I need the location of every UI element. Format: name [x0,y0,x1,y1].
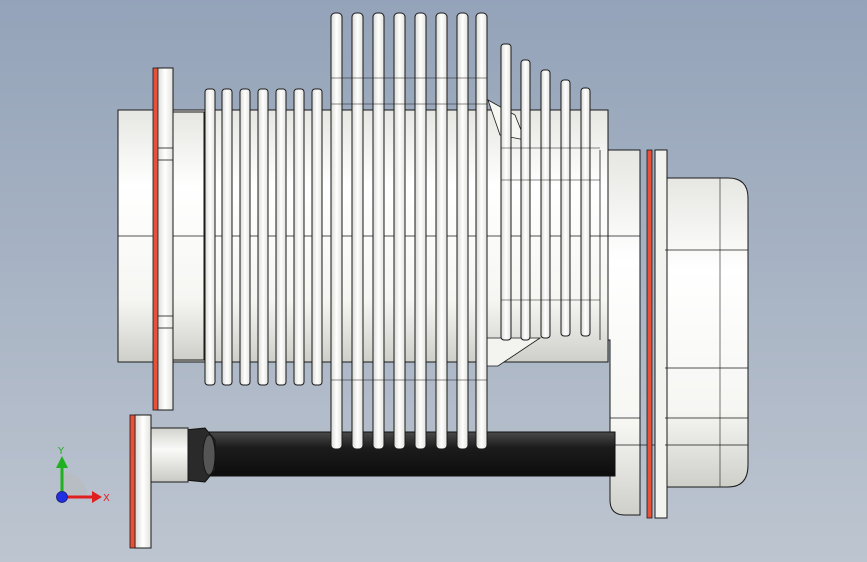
triad-x-label: X [103,493,110,504]
front-gasket [152,67,159,411]
cooling-fins-tall[interactable] [330,12,488,450]
rear-housing[interactable] [599,149,749,519]
exhaust-pipe[interactable] [134,414,616,549]
triad-plane [62,472,87,497]
cooling-fins-short[interactable] [204,88,323,386]
triad-y-label: Y [57,446,65,457]
head-fins[interactable] [500,43,600,341]
rear-gasket [646,149,653,519]
exhaust-gasket [129,414,136,549]
view-triad: Y X [56,446,110,504]
front-flange[interactable] [156,67,174,411]
z-axis-dot [56,491,68,503]
